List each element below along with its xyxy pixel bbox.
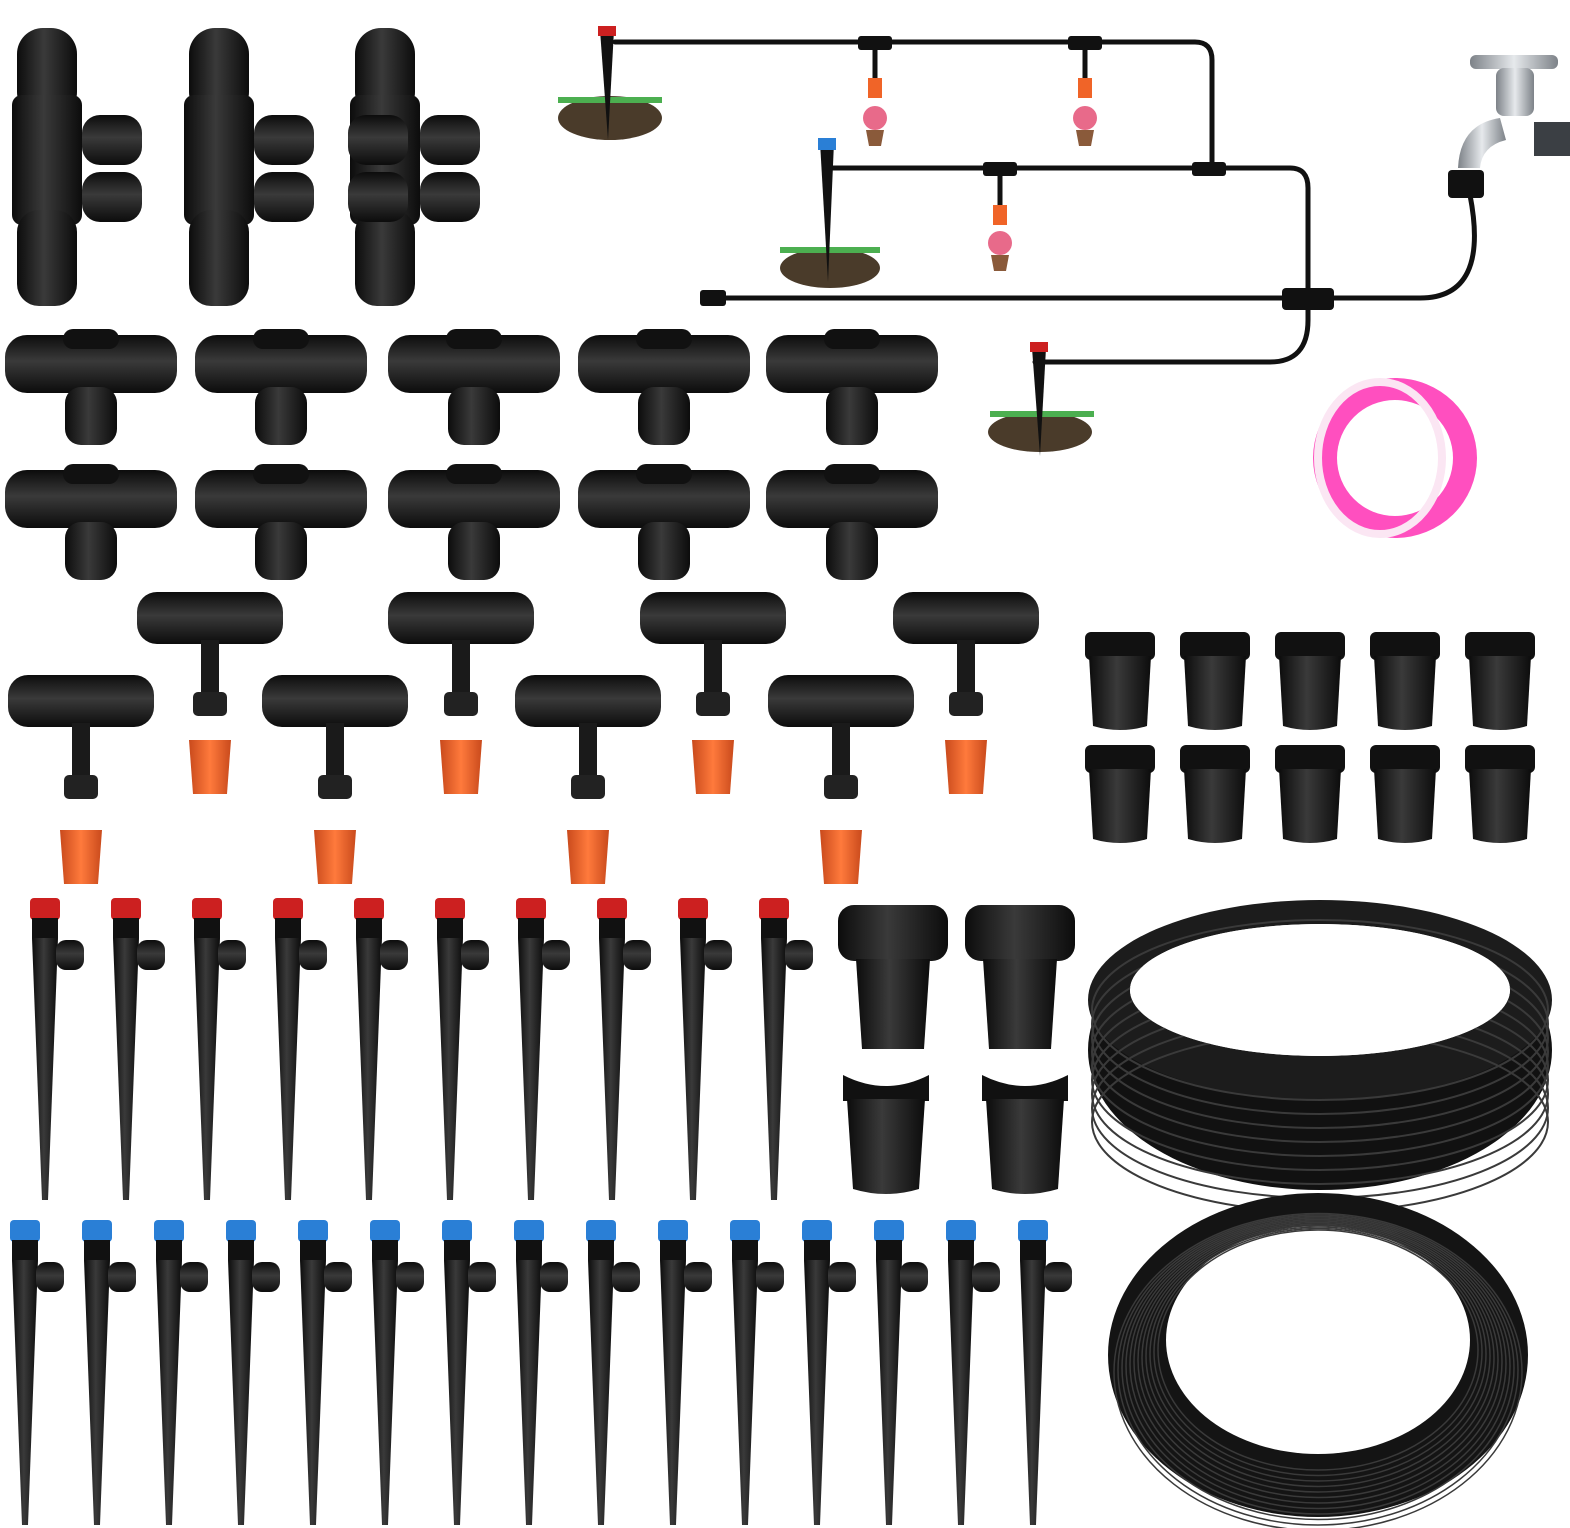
hose-cap xyxy=(843,1075,929,1194)
end-plug xyxy=(1275,632,1345,730)
tee-connector xyxy=(766,464,938,580)
red-drip-stake xyxy=(111,898,165,1200)
blue-drip-stake xyxy=(10,1220,64,1525)
blue-drip-stake xyxy=(442,1220,496,1525)
blue-drip-stake xyxy=(370,1220,424,1525)
tubing-ring xyxy=(1137,1221,1499,1499)
blue-drip-stake-group xyxy=(10,1220,1072,1525)
four-way-connector-group xyxy=(12,28,480,306)
tee-connector xyxy=(388,329,560,445)
end-plug-group xyxy=(1085,632,1535,843)
tubing-ring xyxy=(1153,1227,1483,1477)
end-plug xyxy=(1085,632,1155,730)
red-drip-stake-group xyxy=(30,898,813,1200)
misting-tee xyxy=(388,592,534,794)
tee-connector-group xyxy=(5,329,938,580)
blue-drip-stake xyxy=(154,1220,208,1525)
misting-tee xyxy=(515,675,661,884)
tubing-ring xyxy=(1145,1224,1491,1488)
end-plug xyxy=(1370,745,1440,843)
sealing-tape-roll xyxy=(1313,378,1477,538)
end-plug xyxy=(1370,632,1440,730)
blue-drip-stake xyxy=(1018,1220,1072,1525)
red-drip-stake xyxy=(273,898,327,1200)
red-drip-stake xyxy=(597,898,651,1200)
tubing-coil-lower xyxy=(1108,1193,1528,1517)
diagram-fittings xyxy=(700,36,1334,310)
tee-connector xyxy=(766,329,938,445)
blue-drip-stake xyxy=(802,1220,856,1525)
tubing-ring xyxy=(1129,1218,1507,1510)
end-plug xyxy=(1085,745,1155,843)
tee-connector xyxy=(5,329,177,445)
tee-connector xyxy=(195,329,367,445)
tee-connector xyxy=(578,329,750,445)
end-plug xyxy=(1465,632,1535,730)
faucet-adapter xyxy=(838,905,948,1049)
tee-connector xyxy=(388,464,560,580)
faucet xyxy=(1448,55,1570,198)
blue-drip-stake xyxy=(730,1220,784,1525)
tee-connector xyxy=(5,464,177,580)
red-drip-stake xyxy=(759,898,813,1200)
blue-drip-stake xyxy=(298,1220,352,1525)
blue-drip-stake xyxy=(658,1220,712,1525)
red-drip-stake xyxy=(435,898,489,1200)
blue-drip-stake xyxy=(82,1220,136,1525)
tubing-ring xyxy=(1149,1226,1487,1482)
irrigation-layout-diagram xyxy=(612,39,1477,365)
tubing-ring xyxy=(1157,1229,1479,1471)
tubing-ring xyxy=(1141,1223,1495,1493)
tubing-ring xyxy=(1121,1215,1515,1521)
four-way-connector xyxy=(184,28,314,306)
red-drip-stake xyxy=(354,898,408,1200)
tubing-ring xyxy=(1117,1214,1519,1526)
red-drip-stake xyxy=(30,898,84,1200)
blue-drip-stake xyxy=(586,1220,640,1525)
misting-tee xyxy=(640,592,786,794)
four-way-connector xyxy=(348,28,480,306)
end-plug xyxy=(1465,745,1535,843)
tee-connector xyxy=(195,464,367,580)
red-drip-stake xyxy=(192,898,246,1200)
diagram-stakes xyxy=(598,26,1048,456)
misting-tee xyxy=(8,675,154,884)
end-plug xyxy=(1275,745,1345,843)
misting-tee xyxy=(768,675,914,884)
tee-connector xyxy=(578,464,750,580)
tubing-ring xyxy=(1133,1220,1503,1504)
tubing-coil-lower-rings xyxy=(1113,1212,1523,1528)
red-drip-stake xyxy=(516,898,570,1200)
four-way-connector xyxy=(12,28,142,306)
coil-center xyxy=(1130,924,1510,1056)
misting-tee xyxy=(262,675,408,884)
flower-pots xyxy=(863,78,1097,271)
blue-drip-stake xyxy=(226,1220,280,1525)
end-plug xyxy=(1180,745,1250,843)
tubing-ring xyxy=(1091,919,1549,1101)
misting-tee-group xyxy=(8,592,1039,884)
hose-cap xyxy=(982,1075,1068,1194)
misting-tee xyxy=(137,592,283,794)
faucet-adapter-group xyxy=(838,905,1075,1194)
blue-drip-stake xyxy=(946,1220,1000,1525)
blue-drip-stake xyxy=(514,1220,568,1525)
tubing-ring xyxy=(1113,1212,1523,1528)
end-plug xyxy=(1180,632,1250,730)
red-drip-stake xyxy=(678,898,732,1200)
blue-drip-stake xyxy=(874,1220,928,1525)
faucet-adapter xyxy=(965,905,1075,1049)
tubing-ring xyxy=(1125,1217,1511,1515)
misting-tee xyxy=(893,592,1039,794)
